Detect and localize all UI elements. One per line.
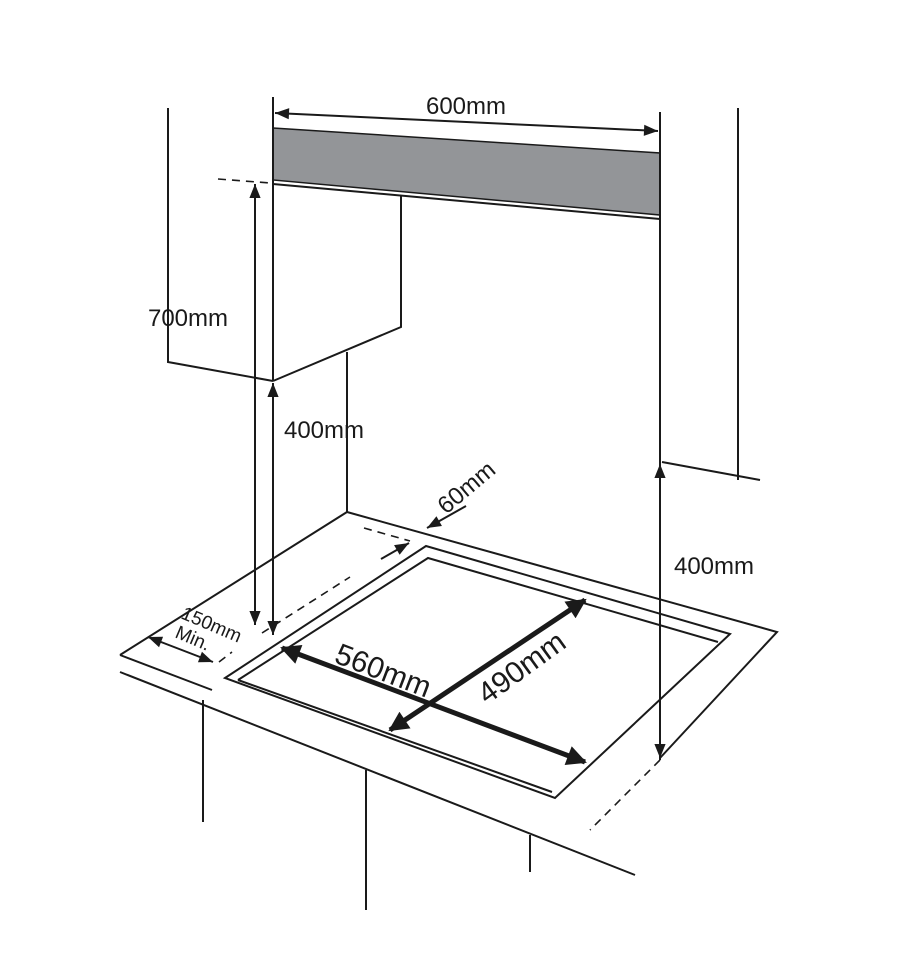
cutout-depth-arrow: [388, 597, 587, 733]
cabinet-clearance-label: 400mm: [284, 417, 364, 444]
worktop: [119, 510, 779, 910]
width-dimension-arrow: [274, 108, 659, 136]
back-clearance-arrow-bottom: [380, 542, 410, 560]
hood-width-label: 600mm: [426, 93, 506, 120]
upper-cabinet: [272, 196, 402, 512]
left-wall-cabinet: [167, 108, 274, 382]
back-clearance-label: 60mm: [433, 456, 501, 520]
left-clearance-arrow: [147, 636, 214, 663]
back-clearance-arrow-top: [426, 505, 467, 529]
cutout-width-label: 560mm: [330, 638, 435, 705]
right-wall-cabinet: [661, 108, 761, 481]
hood-height-label: 700mm: [148, 305, 228, 332]
right-clearance-label: 400mm: [674, 553, 754, 580]
